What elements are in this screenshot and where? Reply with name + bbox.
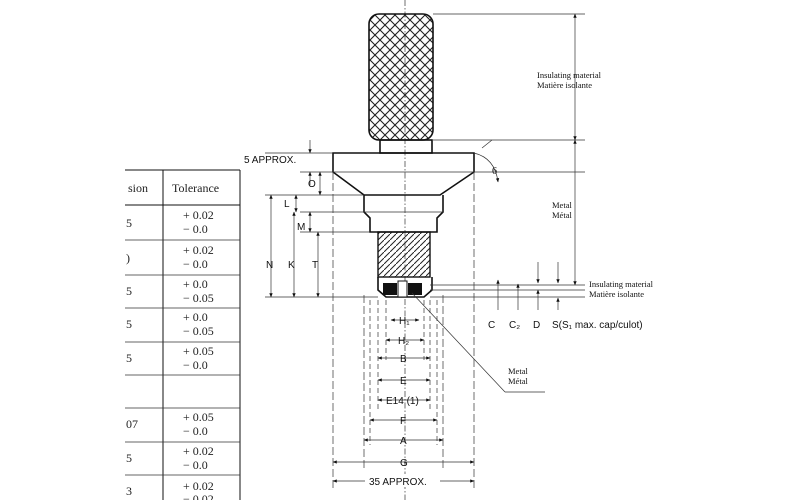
dim-label-c: C: [488, 320, 495, 331]
dim-label-h2: H₂: [398, 336, 409, 347]
table-cell-plus: + 0.02: [183, 479, 214, 493]
table-cell-dim: 07: [126, 417, 138, 431]
knurled-handle: [368, 13, 434, 141]
dim-label-l: L: [284, 199, 290, 210]
table-cell-minus: − 0.05: [183, 291, 214, 305]
metal-lower-label: Metal: [508, 366, 528, 376]
metal-contact: [408, 283, 422, 295]
metal-lower-label-fr: Métal: [508, 376, 528, 386]
insulating-material-label: Insulating material: [537, 70, 602, 80]
tolerance-table: sion Tolerance 5 + 0.02 − 0.0 ) + 0.02 −…: [125, 169, 241, 500]
table-cell-minus: − 0.0: [183, 257, 208, 271]
insulating-material-lower-label: Insulating material: [589, 279, 654, 289]
table-cell-dim: 5: [126, 216, 132, 230]
horizontal-dimensions: H₁ H₂ B E E14 (1) F A G 35 APPROX.: [332, 316, 475, 488]
table-cell-minus: − 0.0: [183, 222, 208, 236]
table-cell-dim: 5: [126, 317, 132, 331]
thirty-five-approx-label: 35 APPROX.: [369, 477, 427, 488]
table-cell-plus: + 0.0: [183, 310, 208, 324]
table-cell-plus: + 0.05: [183, 410, 214, 424]
table-cell-dim: 5: [126, 351, 132, 365]
dim-label-h1: H₁: [399, 316, 410, 327]
table-cell-plus: + 0.02: [183, 208, 214, 222]
dim-label-g: G: [400, 458, 408, 469]
table-cell-plus: + 0.02: [183, 444, 214, 458]
table-cell-minus: − 0.05: [183, 324, 214, 338]
dim-label-c2: C₂: [509, 320, 520, 331]
table-header-tolerance: Tolerance: [172, 181, 219, 195]
table-cell-dim: 5: [126, 284, 132, 298]
handle-neck: [379, 139, 433, 154]
dim-label-a: A: [400, 436, 407, 447]
insulating-material-label-fr: Matière isolante: [537, 80, 592, 90]
dim-label-n: N: [266, 260, 273, 271]
shank: [363, 195, 444, 233]
table-cell-dim: 5: [126, 451, 132, 465]
dim-label-f: F: [400, 416, 406, 427]
angle-label: 6: [492, 166, 497, 177]
dim-label-t: T: [312, 260, 318, 271]
table-header-dimension: sion: [128, 181, 148, 195]
dim-label-e: E: [400, 376, 407, 387]
table-cell-plus: + 0.05: [183, 344, 214, 358]
table-cell-plus: + 0.0: [183, 277, 208, 291]
dim-label-m: M: [297, 222, 305, 233]
table-cell-plus: + 0.02: [183, 243, 214, 257]
thread-section: [377, 231, 431, 278]
right-dimensions: Insulating material Matière isolante Met…: [430, 13, 654, 331]
left-dimensions: 5 APPROX. O L M N K T: [244, 140, 378, 298]
dim-label-d: D: [533, 320, 540, 331]
dim-label-e14: E14 (1): [386, 396, 419, 407]
metal-leader: Metal Métal: [411, 292, 545, 393]
table-cell-dim: 3: [126, 484, 132, 498]
insulating-material-lower-label-fr: Matière isolante: [589, 289, 644, 299]
table-cell-minus: − 0.02: [183, 492, 214, 500]
five-approx-label: 5 APPROX.: [244, 155, 296, 166]
dim-label-b: B: [400, 354, 407, 365]
dim-label-s: S(S₁ max. cap/culot): [552, 320, 643, 331]
metal-label: Metal: [552, 200, 572, 210]
metal-contact: [383, 283, 397, 295]
dim-label-o: O: [308, 179, 316, 190]
table-cell-minus: − 0.0: [183, 358, 208, 372]
table-cell-minus: − 0.0: [183, 458, 208, 472]
table-cell-minus: − 0.0: [183, 424, 208, 438]
flange: [332, 152, 475, 196]
dim-label-k: K: [288, 260, 295, 271]
metal-label-fr: Métal: [552, 210, 572, 220]
table-cell-dim: ): [126, 251, 130, 265]
